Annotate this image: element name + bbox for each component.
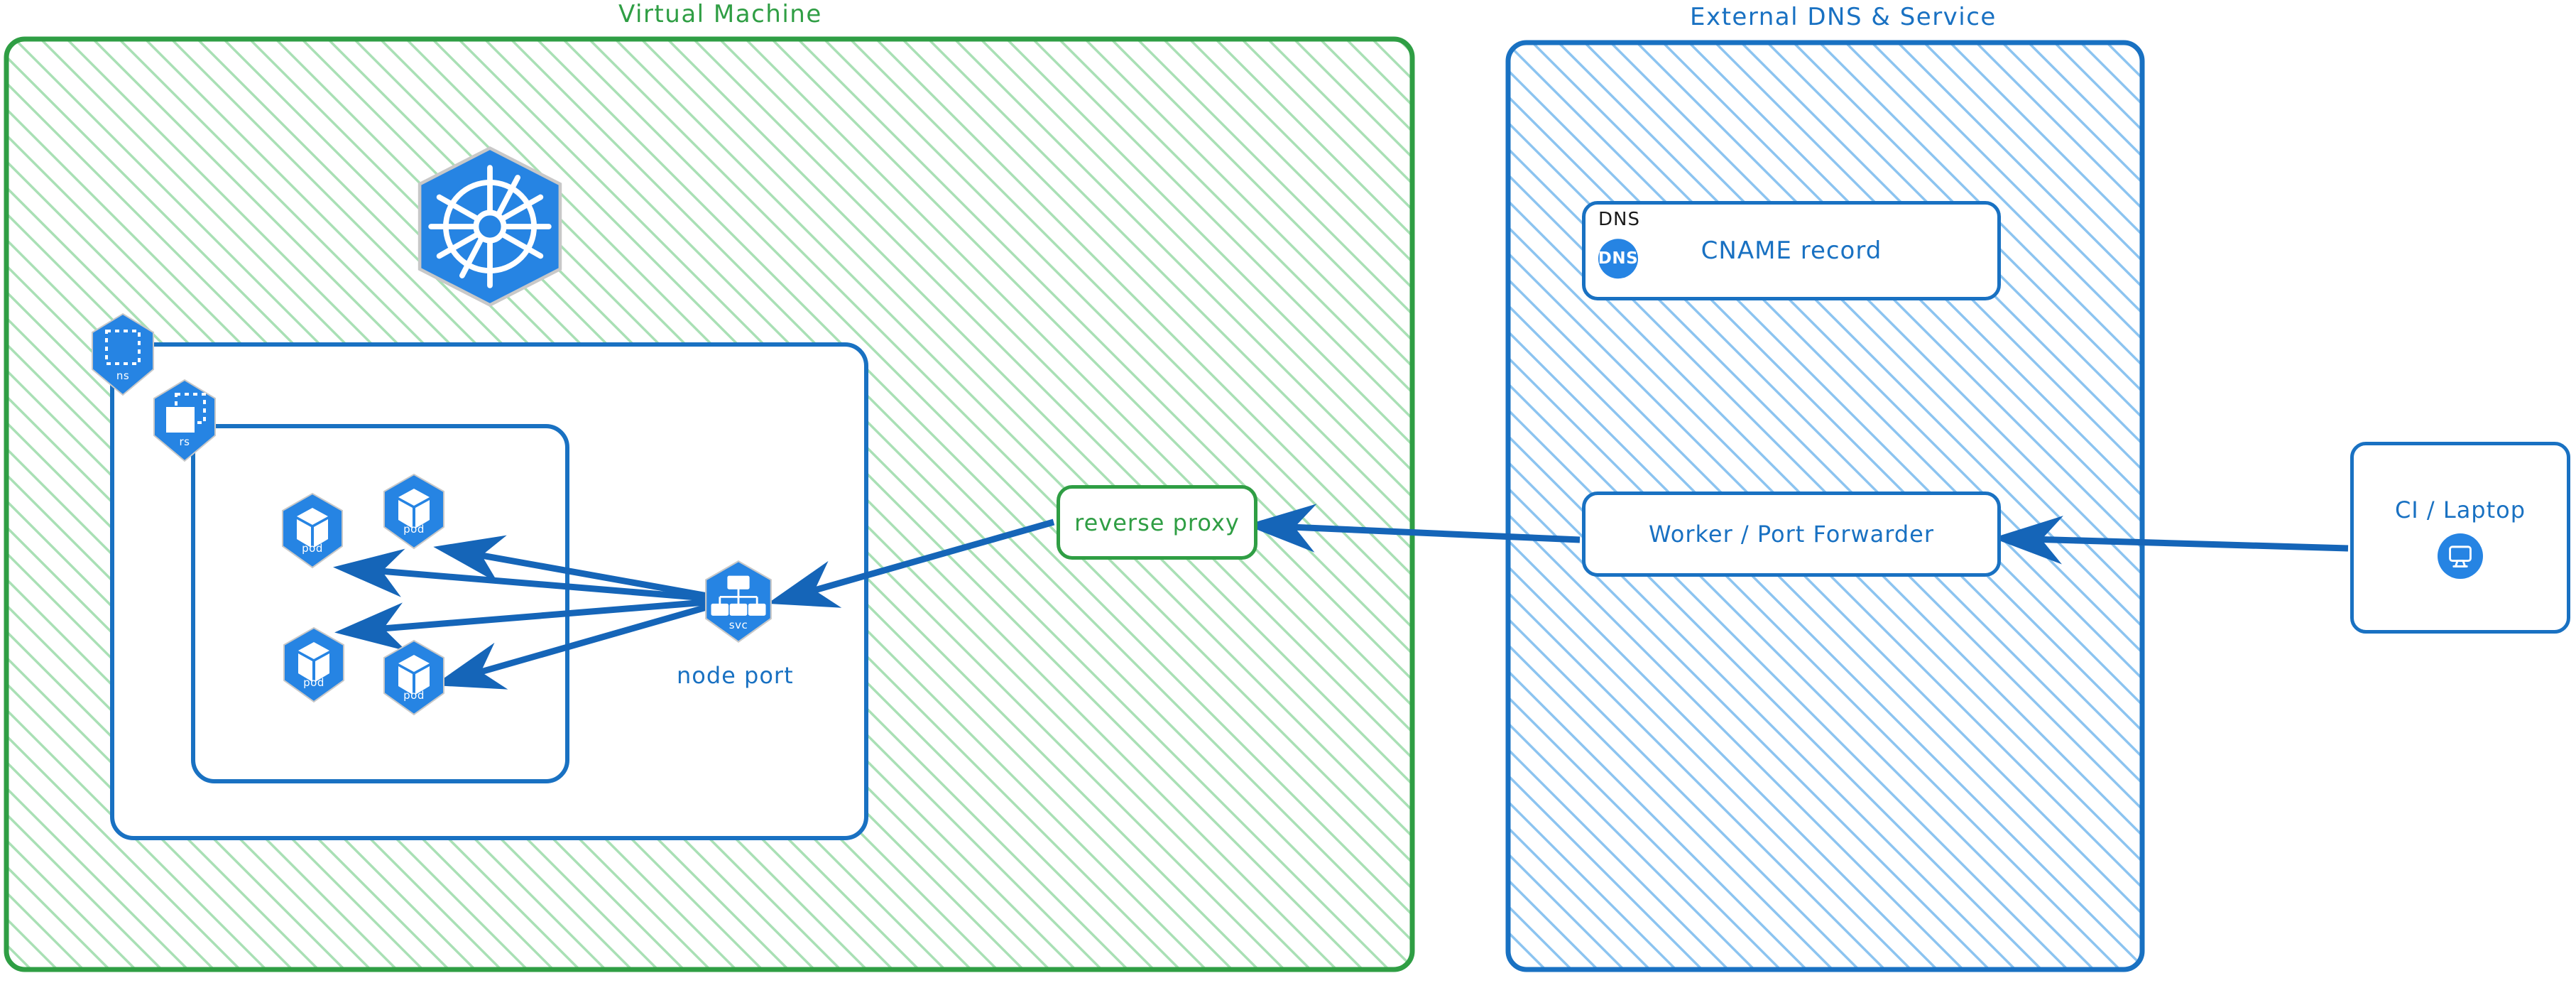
service-icon: svc	[699, 560, 777, 645]
reverse-proxy-box[interactable]: reverse proxy	[1057, 485, 1257, 560]
namespace-icon: ns	[87, 313, 158, 398]
node-port-label: node port	[677, 662, 794, 689]
replicaset-icon: rs	[149, 379, 220, 464]
edge-worker-to-reverse-proxy	[1245, 504, 1581, 553]
worker-port-forwarder-box[interactable]: Worker / Port Forwarder	[1582, 492, 2001, 577]
dns-cname-card[interactable]: DNS DNS CNAME record	[1582, 201, 2001, 300]
edge-ci-laptop-to-worker	[1992, 516, 2349, 565]
edge-svc-pod-2	[433, 535, 732, 604]
group-title-virtual-machine: Virtual Machine	[618, 0, 822, 28]
group-title-external-dns: External DNS & Service	[1690, 3, 1997, 31]
ci-laptop-box[interactable]: CI / Laptop	[2350, 442, 2570, 634]
edge-svc-pod-1	[333, 548, 732, 604]
reverse-proxy-label: reverse proxy	[1074, 509, 1240, 536]
pod-icon-3: pod	[278, 626, 349, 705]
dns-card-tag: DNS	[1598, 209, 1640, 230]
desktop-monitor-icon	[2438, 533, 2483, 579]
kubernetes-logo-icon	[408, 145, 572, 308]
dns-badge-icon: DNS	[1598, 239, 1638, 279]
pod-icon-1: pod	[277, 492, 348, 570]
edge-reverse-proxy-to-svc	[767, 518, 1055, 608]
dns-card-text: CNAME record	[1701, 237, 1882, 265]
edge-svc-pod-4	[433, 597, 733, 690]
edge-svc-pod-3	[334, 597, 732, 651]
edge-svc-to-pods	[333, 535, 733, 690]
pod-icon-4: pod	[378, 639, 449, 717]
ci-laptop-label: CI / Laptop	[2394, 496, 2526, 523]
dns-card-body: DNS CNAME record	[1586, 205, 1997, 297]
pod-icon-2: pod	[378, 473, 449, 551]
worker-port-forwarder-label: Worker / Port Forwarder	[1649, 521, 1934, 548]
